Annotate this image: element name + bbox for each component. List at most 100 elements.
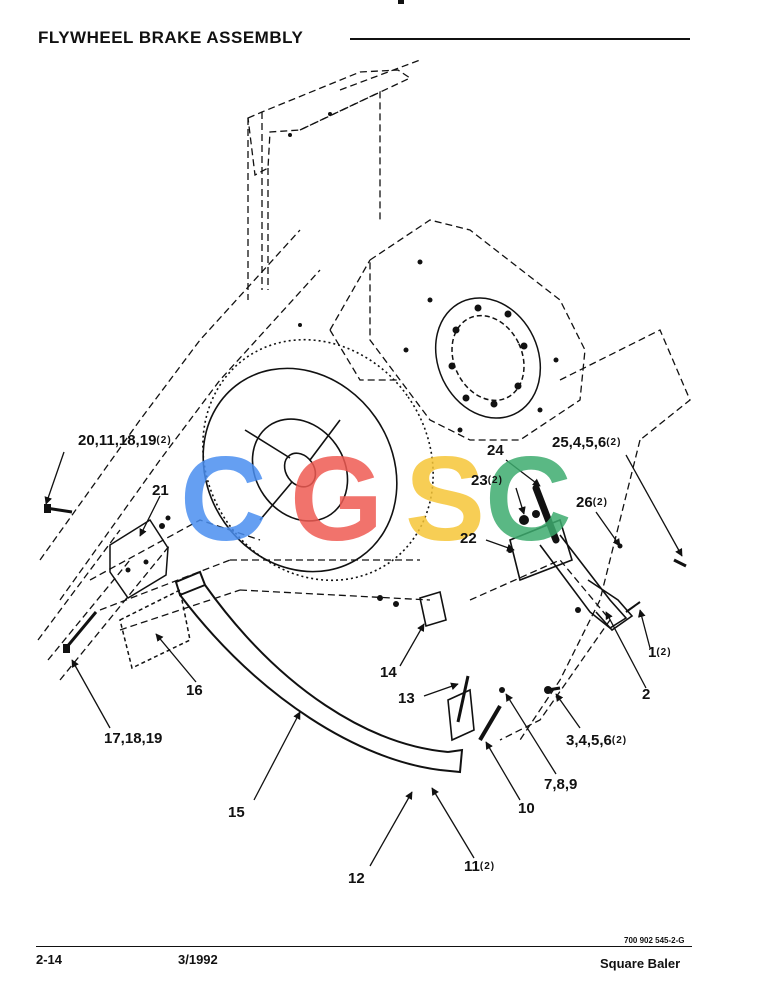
callout-22-label: 22 bbox=[460, 530, 477, 547]
gearbox-flange-inner bbox=[451, 314, 525, 402]
leader-7 bbox=[505, 693, 557, 775]
center-shaft bbox=[230, 559, 431, 601]
brake-band-outer bbox=[179, 594, 441, 771]
frame-top-beam bbox=[299, 59, 421, 220]
leader-12 bbox=[369, 791, 413, 867]
page-number: 2-14 bbox=[36, 952, 63, 967]
callout-12-label: 12 bbox=[348, 870, 365, 887]
right-lower-rail bbox=[469, 559, 611, 741]
flywheel-rim bbox=[202, 367, 398, 573]
callout-24: 24 bbox=[487, 442, 504, 459]
leader-14 bbox=[399, 623, 425, 667]
callout-15: 15 bbox=[228, 804, 245, 821]
callout-16: 16 bbox=[186, 682, 203, 699]
callout-13-label: 13 bbox=[398, 690, 415, 707]
callout-10-label: 10 bbox=[518, 800, 535, 817]
left-plate bbox=[119, 588, 191, 670]
gearbox-flange bbox=[434, 297, 542, 419]
right-frame-rail bbox=[519, 329, 691, 741]
callout-3: 3,4,5,6(2) bbox=[566, 732, 627, 749]
callout-25: 25,4,5,6(2) bbox=[552, 434, 621, 451]
left-long-bolt bbox=[64, 611, 98, 649]
leader-11 bbox=[431, 787, 475, 859]
leader-1 bbox=[638, 609, 651, 649]
callout-3-label: 3,4,5,6 bbox=[566, 732, 612, 749]
callout-26-label: 26 bbox=[576, 494, 593, 511]
gearbox-side bbox=[329, 259, 400, 381]
leader-13 bbox=[423, 682, 459, 697]
callout-21: 21 bbox=[152, 482, 169, 499]
left-frame-rail bbox=[39, 229, 321, 601]
leader-17 bbox=[71, 659, 111, 729]
callout-23-qty: (2) bbox=[487, 475, 503, 486]
leader-15 bbox=[253, 711, 301, 801]
callout-11-label: 11 bbox=[464, 858, 480, 875]
brake-lever-handle bbox=[587, 579, 634, 632]
callout-2-label: 2 bbox=[642, 686, 651, 703]
left-lower-rail bbox=[37, 529, 171, 681]
pivot-pin-10 bbox=[478, 704, 502, 742]
right-bracket bbox=[509, 518, 573, 582]
callout-17-label: 17,18,19 bbox=[104, 730, 163, 747]
callout-14: 14 bbox=[380, 664, 397, 681]
part-number: 700 902 545-2-G bbox=[624, 936, 685, 945]
gearbox-housing bbox=[369, 219, 586, 441]
left-bracket bbox=[109, 518, 169, 600]
page-top-mark bbox=[398, 0, 404, 4]
callout-2: 2 bbox=[642, 686, 650, 703]
callout-7: 7,8,9 bbox=[544, 776, 577, 793]
callout-21-label: 21 bbox=[152, 482, 169, 499]
callout-25-label: 25,4,5,6 bbox=[552, 434, 607, 451]
callout-1: 1(2) bbox=[648, 644, 672, 661]
callout-1-qty: (2) bbox=[656, 647, 672, 658]
mount-bracket-14 bbox=[419, 590, 447, 628]
callout-20-qty: (2) bbox=[156, 435, 172, 446]
flywheel-spoke bbox=[244, 419, 341, 521]
callout-3-qty: (2) bbox=[611, 735, 628, 746]
leader-20 bbox=[44, 451, 65, 505]
callout-23-label: 23 bbox=[471, 472, 488, 489]
brake-band-end bbox=[174, 570, 464, 774]
callout-12: 12 bbox=[348, 870, 365, 887]
callout-20-label: 20,11,18,19 bbox=[78, 432, 157, 449]
title-rule bbox=[350, 38, 690, 40]
leader-21 bbox=[139, 495, 161, 537]
callout-7-label: 7,8,9 bbox=[544, 776, 578, 793]
watermark-letter-s: S bbox=[405, 440, 485, 560]
revision-date: 3/1992 bbox=[178, 952, 218, 967]
callout-11-qty: (2) bbox=[479, 861, 496, 872]
anchor-plate bbox=[447, 688, 475, 742]
callout-15-label: 15 bbox=[228, 804, 245, 821]
callout-22: 22 bbox=[460, 530, 477, 547]
leader-10 bbox=[485, 741, 521, 801]
leader-3 bbox=[555, 693, 581, 729]
watermark-letter-c1: C bbox=[180, 440, 267, 560]
page-title: FLYWHEEL BRAKE ASSEMBLY bbox=[38, 28, 304, 47]
leader-24 bbox=[505, 459, 541, 487]
flywheel-outer bbox=[202, 338, 434, 582]
leader-26 bbox=[595, 511, 621, 547]
leader-22 bbox=[485, 539, 515, 552]
callout-13: 13 bbox=[398, 690, 415, 707]
adjust-bolt-13 bbox=[456, 675, 470, 723]
callout-11: 11(2) bbox=[464, 858, 495, 875]
brake-band-inner bbox=[204, 584, 449, 753]
bolt-25 bbox=[673, 558, 687, 568]
callout-1-label: 1 bbox=[648, 644, 657, 661]
callout-10: 10 bbox=[518, 800, 535, 817]
callout-16-label: 16 bbox=[186, 682, 203, 699]
watermark-letter-c2: C bbox=[485, 440, 572, 560]
flywheel-center bbox=[283, 452, 317, 488]
cross-beam bbox=[89, 519, 261, 631]
callout-20: 20,11,18,19(2) bbox=[78, 432, 172, 449]
spring-rod bbox=[532, 484, 560, 544]
leader-16 bbox=[155, 633, 197, 683]
leader-2 bbox=[605, 611, 647, 689]
cgsc-watermark: C G S C bbox=[180, 440, 572, 560]
callout-25-qty: (2) bbox=[606, 437, 622, 448]
callout-24-label: 24 bbox=[487, 442, 504, 459]
callout-26: 26(2) bbox=[576, 494, 608, 511]
callout-14-label: 14 bbox=[380, 664, 397, 681]
bolt-1 bbox=[625, 601, 641, 613]
